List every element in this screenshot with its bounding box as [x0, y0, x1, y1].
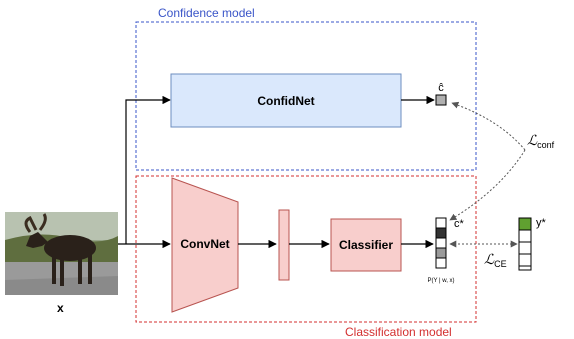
convnet-label: ConvNet [180, 237, 229, 251]
classification-model-box [135, 175, 477, 323]
input-label: x [57, 301, 64, 315]
classification-model-title: Classification model [345, 325, 452, 339]
lconf-arrow-to-cstar [449, 149, 526, 221]
softmax-output-label: P(Y | w, x) [427, 278, 454, 284]
confidnet-block [170, 73, 402, 128]
lconf-label: ℒconf [527, 132, 555, 150]
confidence-output-label: ĉ [438, 82, 444, 94]
confidnet-label: ConfidNet [257, 94, 314, 108]
probability-vector [435, 217, 447, 269]
convnet-block [171, 177, 239, 313]
input-to-confidnet-arrow [125, 95, 171, 244]
confidence-output-cell [435, 94, 447, 106]
feature-vector [278, 209, 290, 281]
ground-truth-label: y* [536, 217, 547, 229]
true-class-prob-label: c* [454, 218, 465, 230]
input-image [5, 212, 118, 295]
lconf-arrow-to-chat [451, 101, 526, 151]
classifier-label: Classifier [339, 238, 393, 252]
lce-label: ℒCE [484, 251, 507, 269]
confidence-model-box [135, 21, 477, 171]
ground-truth-vector [518, 217, 532, 271]
confidence-model-title: Confidence model [158, 6, 255, 20]
classifier-block [330, 218, 402, 272]
